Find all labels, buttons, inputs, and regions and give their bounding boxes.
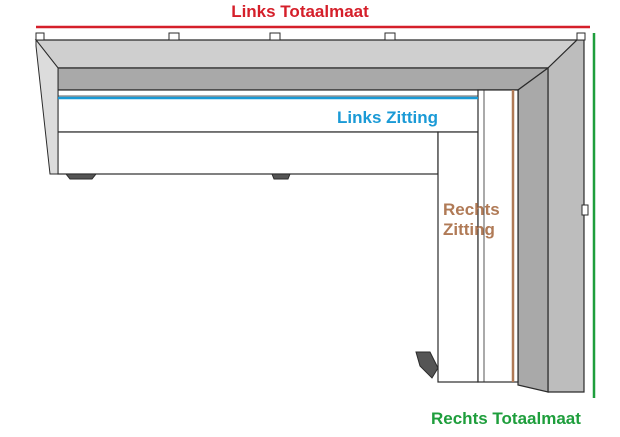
right-seat-front [437,131,479,383]
connector-tab [576,32,586,41]
connector-tab [168,32,180,41]
connector-tab [269,32,281,41]
right-backrest-outer [547,39,585,393]
connector-tab [384,32,396,41]
sofa-foot [415,351,439,379]
links-totaalmaat-label: Links Totaalmaat [231,2,369,21]
connector-tab [35,32,45,41]
rechts-zitting-label-line1: Rechts [443,200,500,219]
sofa-foot [64,173,98,180]
rechts-zitting-label-line2: Zitting [443,220,495,239]
sofa-foot [271,173,291,180]
right-backrest-inner [517,66,549,393]
left-arm-edge [35,38,59,175]
links-zitting-label: Links Zitting [337,108,439,127]
backrest-top-face [34,39,579,69]
backrest-front-face [57,67,550,91]
rechts-zitting-label: Rechts Zitting [443,200,500,240]
rechts-totaalmaat-label: Rechts Totaalmaat [431,409,581,428]
left-seat-front [57,131,439,175]
right-seat-top [477,89,519,383]
connector-tab [581,204,589,216]
